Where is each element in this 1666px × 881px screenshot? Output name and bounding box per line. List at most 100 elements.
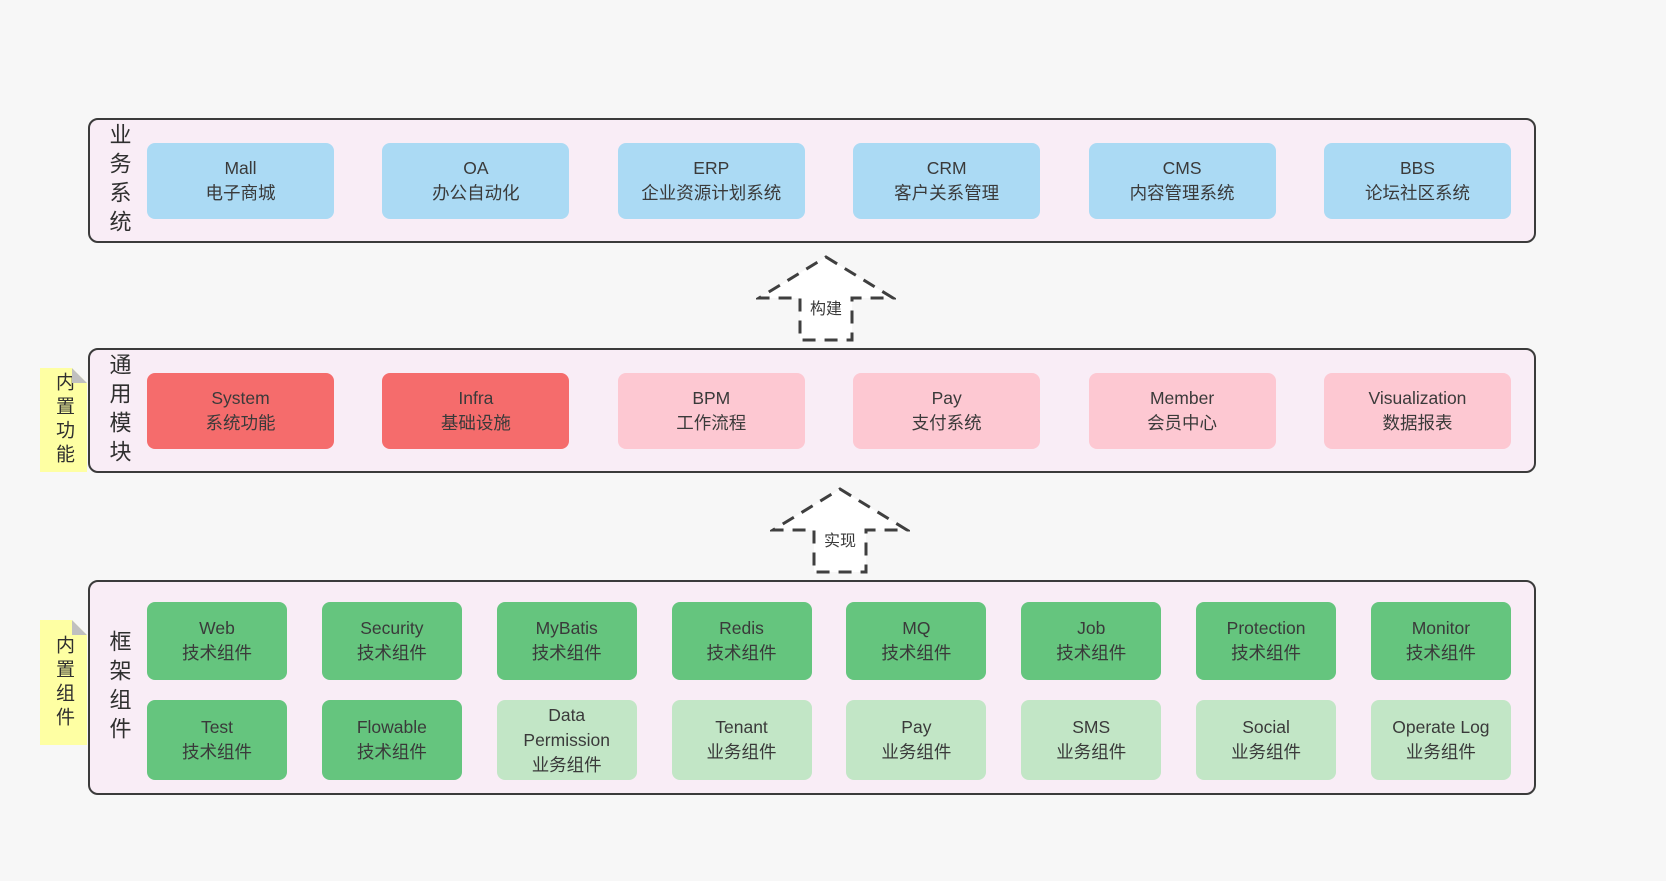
panel-business-systems: 业务系统 Mall 电子商城 OA 办公自动化 ERP 企业资源计划系统 CRM… (88, 118, 1536, 243)
box-name: Job (1077, 618, 1106, 638)
box-web: Web 技术组件 (147, 602, 287, 680)
box-name: Mall (224, 157, 257, 178)
box-name: CRM (926, 157, 967, 178)
panel-common-modules: 通用模块 System 系统功能 Infra 基础设施 BPM 工作流程 Pay… (88, 348, 1536, 473)
box-subtitle: 业务组件 (1056, 742, 1127, 762)
box-subtitle: 会员中心 (1147, 412, 1218, 433)
panel-body-modules: System 系统功能 Infra 基础设施 BPM 工作流程 Pay 支付系统… (147, 350, 1534, 471)
business-box-row: Mall 电子商城 OA 办公自动化 ERP 企业资源计划系统 CRM 客户关系… (147, 142, 1511, 219)
arrow-label-build: 构建 (805, 294, 847, 320)
box-mall: Mall 电子商城 (147, 142, 334, 219)
box-visualization: Visualization 数据报表 (1323, 372, 1511, 449)
modules-box-row: System 系统功能 Infra 基础设施 BPM 工作流程 Pay 支付系统… (147, 372, 1511, 449)
box-name: Tenant (715, 717, 768, 737)
panel-body-components: Web 技术组件 Security 技术组件 MyBatis 技术组件 Redi… (147, 582, 1534, 793)
box-name: Data Permission (523, 704, 610, 750)
box-infra: Infra 基础设施 (382, 372, 570, 449)
box-protection: Protection 技术组件 (1196, 602, 1337, 680)
box-name: Protection (1226, 618, 1306, 638)
box-subtitle: 工作流程 (676, 412, 747, 433)
box-subtitle: 技术组件 (356, 742, 427, 762)
box-name: Test (200, 717, 234, 737)
box-name: BBS (1399, 157, 1435, 178)
box-subtitle: 业务组件 (1405, 742, 1476, 762)
box-bpm: BPM 工作流程 (617, 372, 805, 449)
box-name: MQ (902, 618, 931, 638)
box-tenant: Tenant 业务组件 (671, 700, 812, 780)
box-name: SMS (1072, 717, 1111, 737)
box-name: MyBatis (535, 618, 598, 638)
box-mq: MQ 技术组件 (846, 602, 987, 680)
box-name: Pay (901, 717, 932, 737)
box-name: Member (1149, 387, 1215, 408)
box-name: Flowable (356, 717, 427, 737)
dashed-up-arrow-implement: 实现 (770, 486, 910, 576)
box-subtitle: 基础设施 (440, 412, 511, 433)
box-job: Job 技术组件 (1021, 602, 1162, 680)
box-mybatis: MyBatis 技术组件 (496, 602, 637, 680)
panel-label-business-systems: 业务系统 (106, 122, 132, 239)
box-flowable: Flowable 技术组件 (321, 700, 462, 780)
box-erp: ERP 企业资源计划系统 (617, 142, 805, 219)
sticky-text: 内置功能 (53, 372, 74, 468)
box-social: Social 业务组件 (1196, 700, 1337, 780)
box-name: Social (1242, 717, 1290, 737)
box-subtitle: 技术组件 (1056, 643, 1127, 663)
box-subtitle: 电子商城 (205, 182, 276, 203)
box-monitor: Monitor 技术组件 (1370, 602, 1511, 680)
box-pay-component: Pay 业务组件 (846, 700, 987, 780)
box-subtitle: 技术组件 (182, 643, 252, 663)
box-name: Operate Log (1392, 717, 1490, 737)
sticky-fold-corner-icon (72, 620, 87, 635)
box-subtitle: 技术组件 (531, 643, 602, 663)
box-pay-system: Pay 支付系统 (853, 372, 1041, 449)
panel-label-framework-components: 框架组件 (106, 629, 132, 746)
box-name: System (211, 387, 270, 408)
box-operate-log: Operate Log 业务组件 (1370, 700, 1511, 780)
box-subtitle: 系统功能 (205, 412, 276, 433)
box-subtitle: 客户关系管理 (894, 182, 1000, 203)
components-box-row-1: Web 技术组件 Security 技术组件 MyBatis 技术组件 Redi… (147, 602, 1511, 680)
box-crm: CRM 客户关系管理 (853, 142, 1041, 219)
arrow-label-implement: 实现 (819, 526, 861, 552)
box-subtitle: 技术组件 (182, 742, 252, 762)
box-test: Test 技术组件 (147, 700, 287, 780)
box-bbs: BBS 论坛社区系统 (1323, 142, 1511, 219)
box-subtitle: 技术组件 (356, 643, 427, 663)
box-name: Infra (458, 387, 494, 408)
box-name: Pay (931, 387, 962, 408)
sticky-note-builtin-components: 内置组件 (40, 620, 87, 745)
box-subtitle: 支付系统 (911, 412, 982, 433)
box-name: Redis (719, 618, 764, 638)
box-subtitle: 企业资源计划系统 (641, 182, 782, 203)
box-subtitle: 技术组件 (1405, 643, 1476, 663)
box-subtitle: 技术组件 (881, 643, 952, 663)
box-name: OA (463, 157, 489, 178)
box-oa: OA 办公自动化 (382, 142, 570, 219)
box-system: System 系统功能 (147, 372, 334, 449)
box-cms: CMS 内容管理系统 (1088, 142, 1276, 219)
sticky-fold-corner-icon (72, 368, 87, 383)
box-subtitle: 技术组件 (1231, 643, 1302, 663)
sticky-text: 内置组件 (53, 634, 74, 731)
box-sms: SMS 业务组件 (1021, 700, 1162, 780)
box-subtitle: 业务组件 (1231, 742, 1302, 762)
box-subtitle: 论坛社区系统 (1364, 182, 1470, 203)
box-subtitle: 内容管理系统 (1129, 182, 1235, 203)
box-data-permission: Data Permission 业务组件 (496, 700, 637, 780)
box-name: Monitor (1411, 618, 1471, 638)
box-subtitle: 技术组件 (706, 643, 777, 663)
box-subtitle: 业务组件 (531, 754, 602, 775)
box-subtitle: 业务组件 (706, 742, 777, 762)
sticky-note-builtin-features: 内置功能 (40, 368, 87, 472)
box-name: Web (199, 618, 235, 638)
box-name: BPM (692, 387, 731, 408)
box-subtitle: 办公自动化 (432, 182, 520, 203)
box-name: CMS (1162, 157, 1202, 178)
box-name: Security (360, 618, 424, 638)
box-name: ERP (693, 157, 730, 178)
components-box-row-2: Test 技术组件 Flowable 技术组件 Data Permission … (147, 700, 1511, 780)
box-name: Visualization (1368, 387, 1467, 408)
panel-label-common-modules: 通用模块 (106, 352, 132, 469)
